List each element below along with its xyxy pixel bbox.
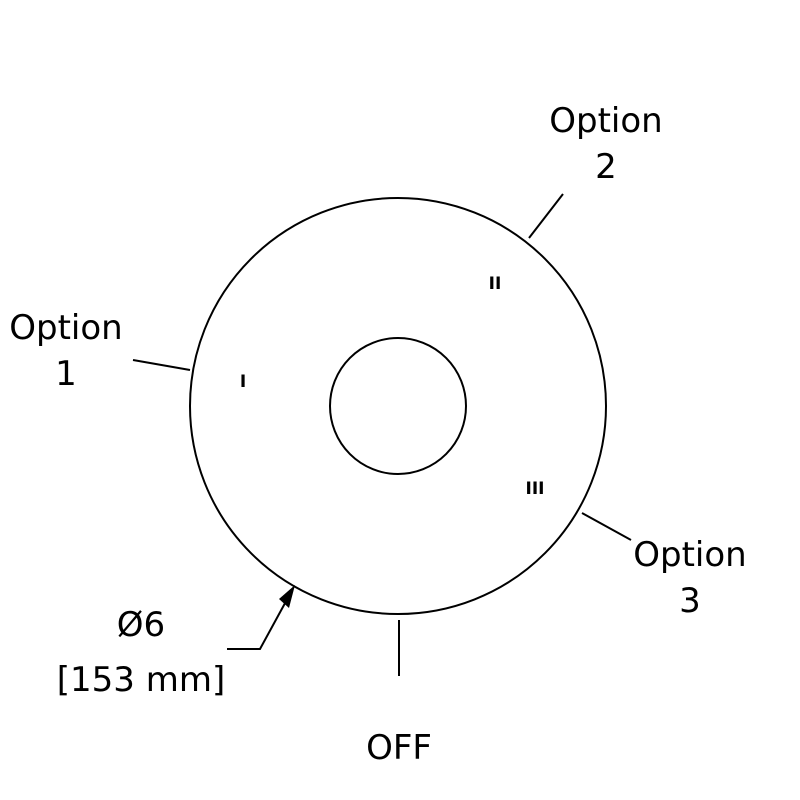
leader-line-option2: [528, 193, 564, 239]
inner-knob-circle: [329, 337, 467, 475]
dimension-leader-line: [227, 593, 291, 650]
option1-label-line1: Option: [9, 308, 122, 348]
option1-label-line2: 1: [55, 354, 77, 394]
outer-dial-circle: [189, 197, 607, 615]
dial-mark-2: II: [489, 274, 502, 294]
dimension-arrowhead: [279, 585, 295, 608]
option3-label-line1: Option: [633, 535, 746, 575]
option2-label-line1: Option: [549, 101, 662, 141]
leader-line-option1: [132, 359, 191, 371]
dial-mark-1: I: [240, 372, 246, 392]
leader-line-option3: [581, 512, 632, 541]
dimension-diameter-label: Ø6: [117, 605, 165, 645]
dial-mark-3: III: [526, 479, 545, 499]
option2-label-line2: 2: [595, 147, 617, 187]
option3-label-line2: 3: [679, 581, 701, 621]
off-label: OFF: [366, 728, 432, 768]
dimension-metric-label: [153 mm]: [57, 660, 225, 700]
